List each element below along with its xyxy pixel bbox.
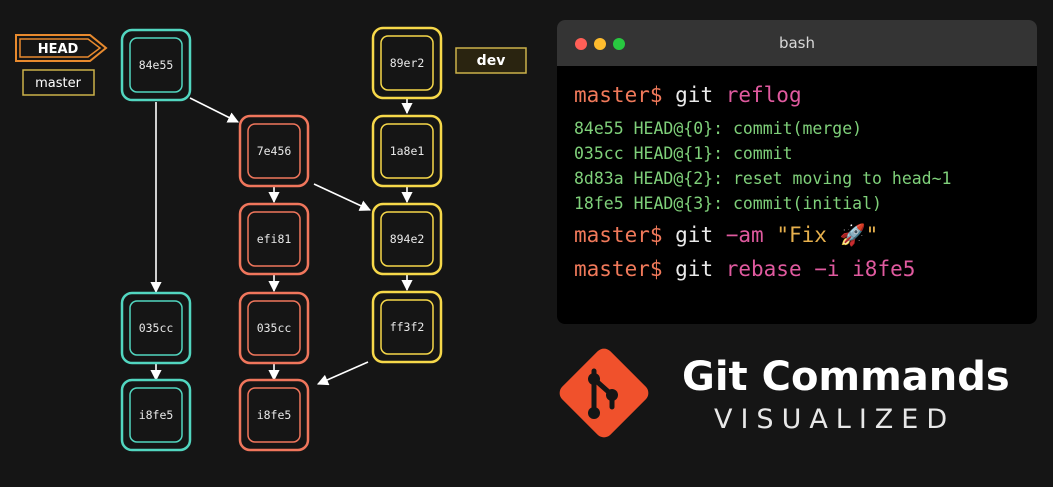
- git-logo-icon: [559, 348, 649, 438]
- commit-hash: 7e456: [257, 144, 292, 158]
- terminal-titlebar: bash: [557, 20, 1037, 66]
- commit-hash: 89er2: [390, 56, 425, 70]
- master-label: master: [35, 76, 81, 91]
- arrow-7e456-894e2: [313, 183, 372, 211]
- commit-hash: efi81: [257, 232, 292, 246]
- commit-hash: 035cc: [257, 321, 292, 335]
- prompt: master$: [574, 257, 663, 281]
- reflog-entry: 035cc HEAD@{1}: commit: [574, 144, 793, 163]
- maximize-window-dot[interactable]: [613, 38, 625, 50]
- commit-hash: 894e2: [390, 232, 425, 246]
- reflog-output: 84e55 HEAD@{0}: commit(merge) 035cc HEAD…: [574, 116, 1037, 216]
- brand-subtitle: VISUALIZED: [714, 404, 956, 435]
- git-word: git: [662, 257, 714, 281]
- commit-node: 84e55: [120, 28, 192, 102]
- head-label: HEAD: [38, 42, 79, 57]
- commit-hash: 84e55: [139, 58, 174, 72]
- reflog-entry: 18fe5 HEAD@{3}: commit(initial): [574, 194, 882, 213]
- commit-node: 035cc: [120, 291, 192, 365]
- commit-node: 89er2: [371, 26, 443, 100]
- arrow-ff3f2-i8fe5: [316, 361, 369, 386]
- dev-branch-label: dev: [455, 47, 527, 74]
- terminal-body: master$ git reflog 84e55 HEAD@{0}: commi…: [557, 66, 1037, 282]
- commit-node: 035cc: [238, 291, 310, 365]
- commit-node: 894e2: [371, 202, 443, 276]
- commit-hash: i8fe5: [139, 408, 174, 422]
- brand-title: Git Commands: [682, 354, 1010, 400]
- prompt: master$: [574, 223, 663, 247]
- commit-graph: HEAD master dev 84e55 035cc i8fe5 7e456 …: [15, 26, 527, 452]
- commit-arrows: [150, 97, 413, 386]
- arrow-84e55-7e456: [189, 97, 240, 123]
- git-word: git: [662, 83, 714, 107]
- commit-hash: ff3f2: [390, 320, 425, 334]
- prompt: master$: [574, 83, 663, 107]
- commit-node: i8fe5: [238, 378, 310, 452]
- commit-hash: 1a8e1: [390, 144, 425, 158]
- minimize-window-dot[interactable]: [594, 38, 606, 50]
- terminal-window: bash master$ git reflog 84e55 HEAD@{0}: …: [557, 20, 1037, 324]
- command-line-reflog: master$ git reflog: [574, 82, 1037, 108]
- git-subcommand: rebase −i i8fe5: [713, 257, 916, 281]
- git-subcommand: reflog: [713, 83, 802, 107]
- commit-node: i8fe5: [120, 378, 192, 452]
- commit-message: "Fix 🚀": [763, 223, 879, 247]
- dev-label: dev: [477, 53, 506, 69]
- commit-hash: 035cc: [139, 321, 174, 335]
- master-branch-label: master: [22, 69, 95, 96]
- commit-node: 1a8e1: [371, 114, 443, 188]
- command-line-rebase: master$ git rebase −i i8fe5: [574, 256, 1037, 282]
- command-line-commit: master$ git −am "Fix 🚀": [574, 222, 1037, 248]
- reflog-entry: 84e55 HEAD@{0}: commit(merge): [574, 119, 863, 138]
- head-pointer: HEAD: [15, 34, 108, 62]
- terminal-title: bash: [778, 34, 816, 52]
- commit-node: ff3f2: [371, 290, 443, 364]
- commit-node: efi81: [238, 202, 310, 276]
- commit-hash: i8fe5: [257, 408, 292, 422]
- git-word: git: [662, 223, 714, 247]
- close-window-dot[interactable]: [575, 38, 587, 50]
- git-subcommand: −am: [713, 223, 764, 247]
- reflog-entry: 8d83a HEAD@{2}: reset moving to head~1: [574, 169, 952, 188]
- commit-node: 7e456: [238, 114, 310, 188]
